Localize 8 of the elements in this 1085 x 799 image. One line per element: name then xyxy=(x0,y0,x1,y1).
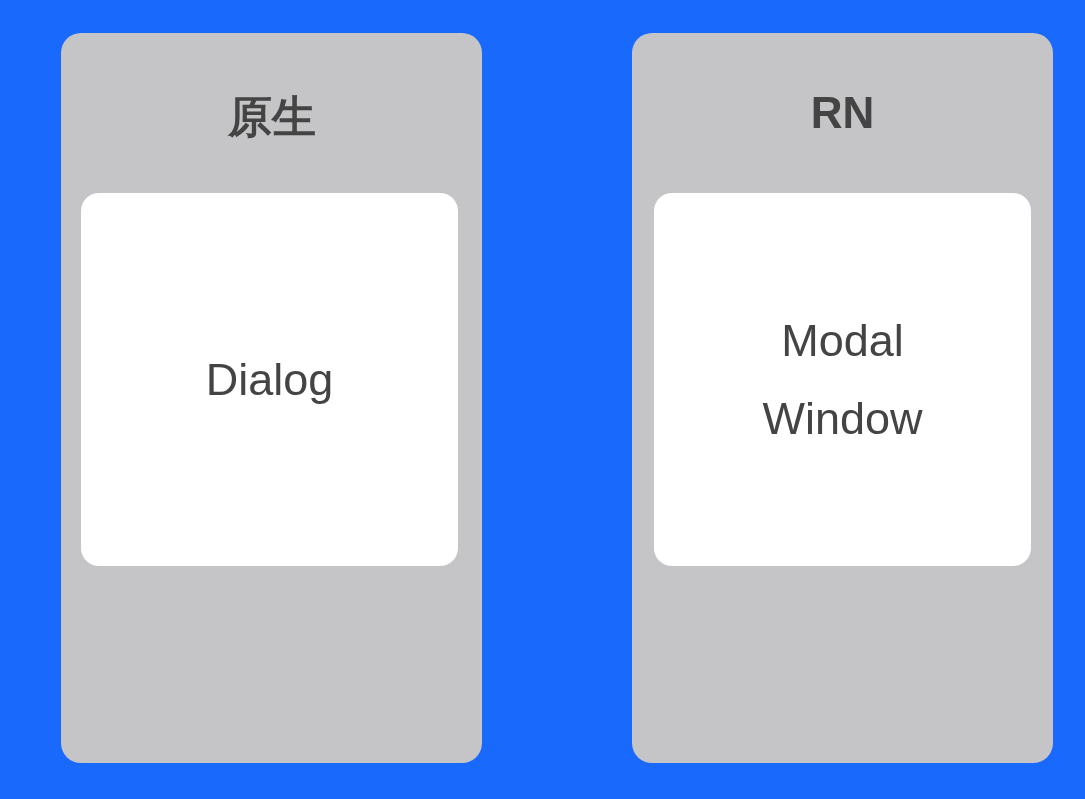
panel-title: 原生 xyxy=(226,91,317,143)
panel-card xyxy=(632,33,1053,763)
panel-card xyxy=(61,33,482,763)
card-label: Modal Window xyxy=(761,313,924,446)
card-label: Dialog xyxy=(204,352,335,407)
panel-title: RN xyxy=(809,88,876,138)
content-card xyxy=(654,193,1031,566)
content-card xyxy=(81,193,458,566)
